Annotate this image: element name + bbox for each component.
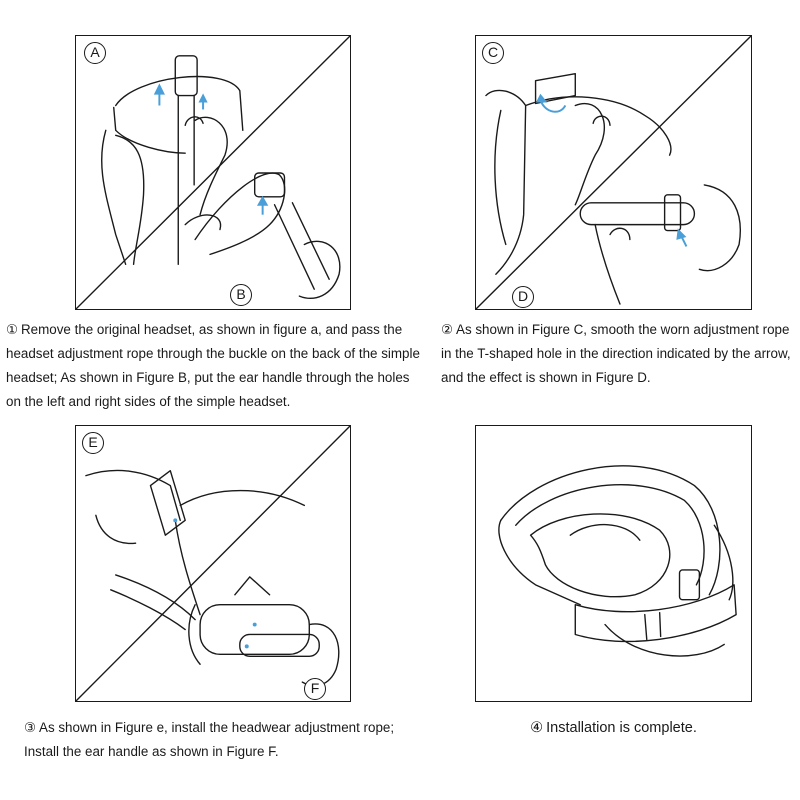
ear-handle-f	[239, 633, 320, 658]
diagonal-divider	[76, 36, 350, 309]
step-2-text: As shown in Figure C, smooth the worn ad…	[441, 322, 791, 385]
step-1-number: ①	[6, 322, 19, 337]
figure-label-f: F	[304, 678, 326, 700]
illustration-cd	[476, 36, 751, 309]
t-hole	[534, 73, 576, 105]
headset-clip	[234, 576, 271, 596]
headset-side	[194, 172, 286, 256]
diagonal-divider	[476, 36, 751, 309]
ear-handle	[273, 202, 330, 290]
diagonal-divider	[76, 426, 350, 701]
hand-left	[85, 469, 181, 522]
headset-top	[524, 96, 672, 156]
step-4-text: Installation is complete.	[546, 720, 697, 736]
illustration-complete	[498, 465, 737, 657]
head-strap-top	[500, 465, 721, 596]
figure-label-d: D	[512, 286, 534, 308]
figure-panel-complete	[475, 425, 752, 702]
headset-shell	[115, 75, 244, 132]
side-strap	[498, 519, 581, 606]
figure-panel-ab: A B	[75, 35, 351, 310]
illustration-ef	[76, 426, 350, 701]
step-3-number: ③	[24, 720, 37, 735]
figure-label-e: E	[82, 432, 104, 454]
step-2-number: ②	[441, 322, 454, 337]
headset-strap	[485, 89, 527, 275]
illustration-ab	[76, 36, 350, 309]
rope-piece	[149, 469, 186, 536]
figure-panel-ef: E F	[75, 425, 351, 702]
figure-label-b: B	[230, 284, 252, 306]
strap-buckle	[174, 55, 198, 97]
step-4-number: ④	[530, 720, 544, 736]
headset-front	[199, 604, 310, 656]
ear-handle-e	[115, 574, 196, 621]
step-1-text: Remove the original headset, as shown in…	[6, 322, 420, 409]
face-cushion	[529, 513, 671, 598]
adjustment-rope	[579, 202, 696, 226]
rear-buckle	[678, 569, 701, 601]
step-3-text: As shown in Figure e, install the headwe…	[24, 720, 395, 759]
back-strap	[574, 584, 737, 643]
figure-panel-cd: C D	[475, 35, 752, 310]
figure-label-c: C	[482, 42, 504, 64]
figure-label-a: A	[84, 42, 106, 64]
